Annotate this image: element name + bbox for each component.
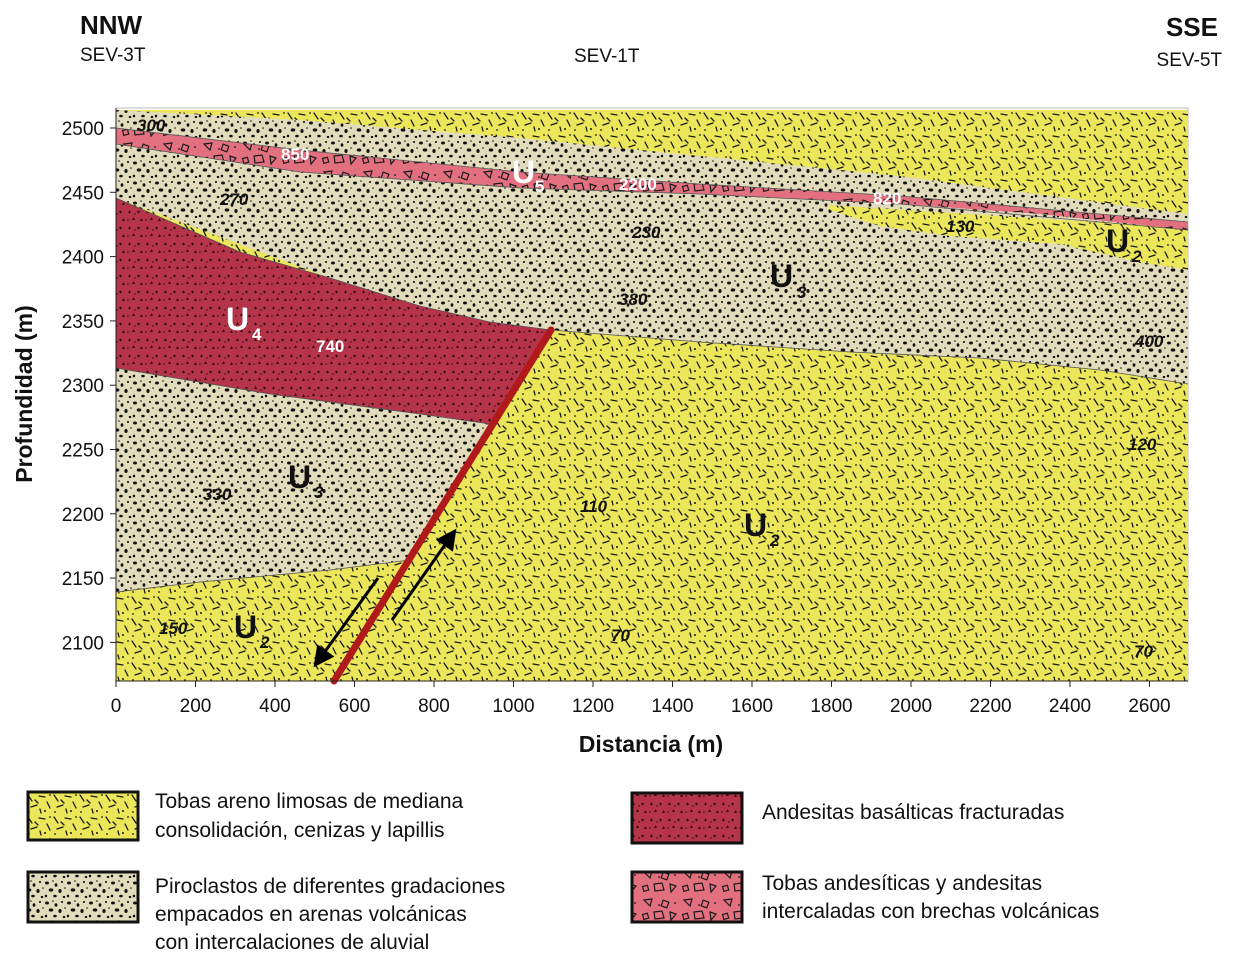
- legend-piroclastos-line3: con intercalaciones de aluvial: [155, 931, 429, 954]
- resistivity-820: 820: [873, 189, 901, 208]
- legend-swatch-andesitas: [630, 791, 744, 845]
- legend-tobas-line2: consolidación, cenizas y lapillis: [155, 819, 444, 842]
- geologic-section: U 5 U 4 U 3 U 3 U 2 U 2 U 2 300 850 220: [115, 107, 1189, 685]
- x-tick-label: 200: [180, 696, 212, 717]
- resistivity-150: 150: [159, 619, 188, 638]
- y-tick-label: 2500: [62, 119, 104, 140]
- x-tick-label: 2000: [890, 696, 932, 717]
- resistivity-740: 740: [316, 337, 344, 356]
- resistivity-70-right: 70: [1134, 642, 1153, 661]
- legend-andesitas-line1: Andesitas basálticas fracturadas: [762, 801, 1064, 824]
- unit-u3-lower-label: U 3: [288, 459, 324, 502]
- svg-text:U: U: [744, 507, 767, 543]
- x-axis-title: Distancia (m): [579, 731, 723, 757]
- y-tick-label: 2450: [62, 183, 104, 204]
- unit-u2-lower-label: U 2: [234, 609, 270, 652]
- legend-brechas-line2: intercaladas con brechas volcánicas: [762, 900, 1099, 923]
- unit-u3-upper-label: U 3: [770, 258, 807, 302]
- right-station-label: SEV-5T: [1157, 50, 1223, 71]
- legend-tobas-line1: Tobas areno limosas de mediana: [155, 790, 464, 813]
- resistivity-2200: 2200: [619, 175, 657, 194]
- resistivity-70-mid: 70: [611, 626, 630, 645]
- y-tick-label: 2150: [62, 569, 104, 590]
- legend-brechas-line1: Tobas andesíticas y andesitas: [762, 872, 1042, 895]
- legend-swatch-tobas: [26, 790, 140, 842]
- y-tick-label: 2400: [62, 248, 104, 269]
- y-axis-title: Profundidad (m): [11, 305, 37, 483]
- resistivity-230: 230: [631, 223, 661, 242]
- y-tick-label: 2350: [62, 312, 104, 333]
- y-tick-label: 2200: [62, 505, 104, 526]
- legend-piroclastos-line1: Piroclastos de diferentes gradaciones: [155, 875, 505, 898]
- svg-text:2: 2: [769, 531, 780, 550]
- x-axis: 0 200 400 600 800 1000 1200 1400 1600 1800 2000 220…: [111, 680, 1188, 757]
- legend: Tobas areno limosas de mediana consolida…: [26, 790, 1099, 954]
- unit-u2-upper-strip: [828, 205, 1188, 270]
- x-tick-label: 2200: [969, 696, 1011, 717]
- legend-item-brechas: Tobas andesíticas y andesitas intercalad…: [630, 870, 1099, 924]
- x-tick-label: 1600: [731, 696, 773, 717]
- svg-text:5: 5: [535, 177, 544, 196]
- svg-text:3: 3: [797, 283, 807, 302]
- y-axis: 2500 2450 2400 2350 2300 2250 2200 2150 2100 Pro…: [11, 108, 117, 681]
- x-tick-label: 600: [339, 696, 371, 717]
- x-tick-label: 400: [259, 696, 291, 717]
- fault-line: [330, 326, 555, 685]
- svg-text:2: 2: [259, 633, 270, 652]
- x-tick-label: 1200: [572, 696, 614, 717]
- svg-text:U: U: [770, 258, 793, 294]
- resistivity-110: 110: [580, 497, 608, 516]
- x-tick-label: 2400: [1049, 696, 1091, 717]
- svg-text:U: U: [512, 154, 535, 190]
- legend-piroclastos-line2: empacados en arenas volcánicas: [155, 903, 467, 926]
- resistivity-330: 330: [203, 485, 232, 504]
- svg-text:2: 2: [1131, 247, 1142, 266]
- x-tick-label: 1000: [492, 696, 534, 717]
- legend-item-piroclastos: Piroclastos de diferentes gradaciones em…: [26, 870, 505, 954]
- resistivity-270: 270: [219, 190, 249, 209]
- unit-u2-upper-label: U 2: [1106, 223, 1142, 266]
- legend-swatch-piroclastos: [26, 870, 140, 924]
- left-direction-label: NNW: [80, 10, 143, 40]
- resistivity-850: 850: [281, 145, 309, 164]
- x-tick-label: 800: [418, 696, 450, 717]
- unit-u5-layer: [116, 128, 1188, 230]
- unit-u4-layer: [116, 198, 551, 424]
- fault-arrow-up: [390, 528, 457, 621]
- x-tick-label: 0: [111, 696, 122, 717]
- svg-text:U: U: [288, 459, 311, 495]
- legend-item-andesitas: Andesitas basálticas fracturadas: [630, 791, 1064, 845]
- y-tick-label: 2250: [62, 441, 104, 462]
- resistivity-380: 380: [619, 290, 648, 309]
- x-tick-label: 2600: [1128, 696, 1170, 717]
- svg-text:4: 4: [252, 325, 262, 344]
- x-tick-label: 1400: [651, 696, 693, 717]
- resistivity-120: 120: [1128, 435, 1157, 454]
- svg-text:U: U: [226, 301, 249, 337]
- svg-text:3: 3: [314, 483, 324, 502]
- unit-u3-lower-layer: [116, 368, 490, 592]
- unit-u4-label: U 4: [226, 301, 262, 344]
- left-station-label: SEV-3T: [80, 45, 146, 66]
- svg-text:U: U: [234, 609, 257, 645]
- legend-swatch-brechas: [630, 870, 744, 924]
- center-station-label: SEV-1T: [574, 46, 640, 67]
- right-direction-label: SSE: [1166, 12, 1218, 42]
- resistivity-400: 400: [1134, 332, 1164, 351]
- unit-u5-label: U 5: [512, 154, 544, 196]
- y-tick-label: 2300: [62, 376, 104, 397]
- unit-u3-top-strip: [116, 110, 1188, 222]
- legend-item-tobas: Tobas areno limosas de mediana consolida…: [26, 790, 464, 842]
- resistivity-300: 300: [137, 116, 166, 135]
- y-tick-label: 2100: [62, 633, 104, 654]
- resistivity-130: 130: [946, 217, 975, 236]
- svg-text:U: U: [1106, 223, 1129, 259]
- x-tick-label: 1800: [810, 696, 852, 717]
- unit-u2-center-label: U 2: [744, 507, 780, 550]
- fault-arrow-down: [313, 577, 380, 668]
